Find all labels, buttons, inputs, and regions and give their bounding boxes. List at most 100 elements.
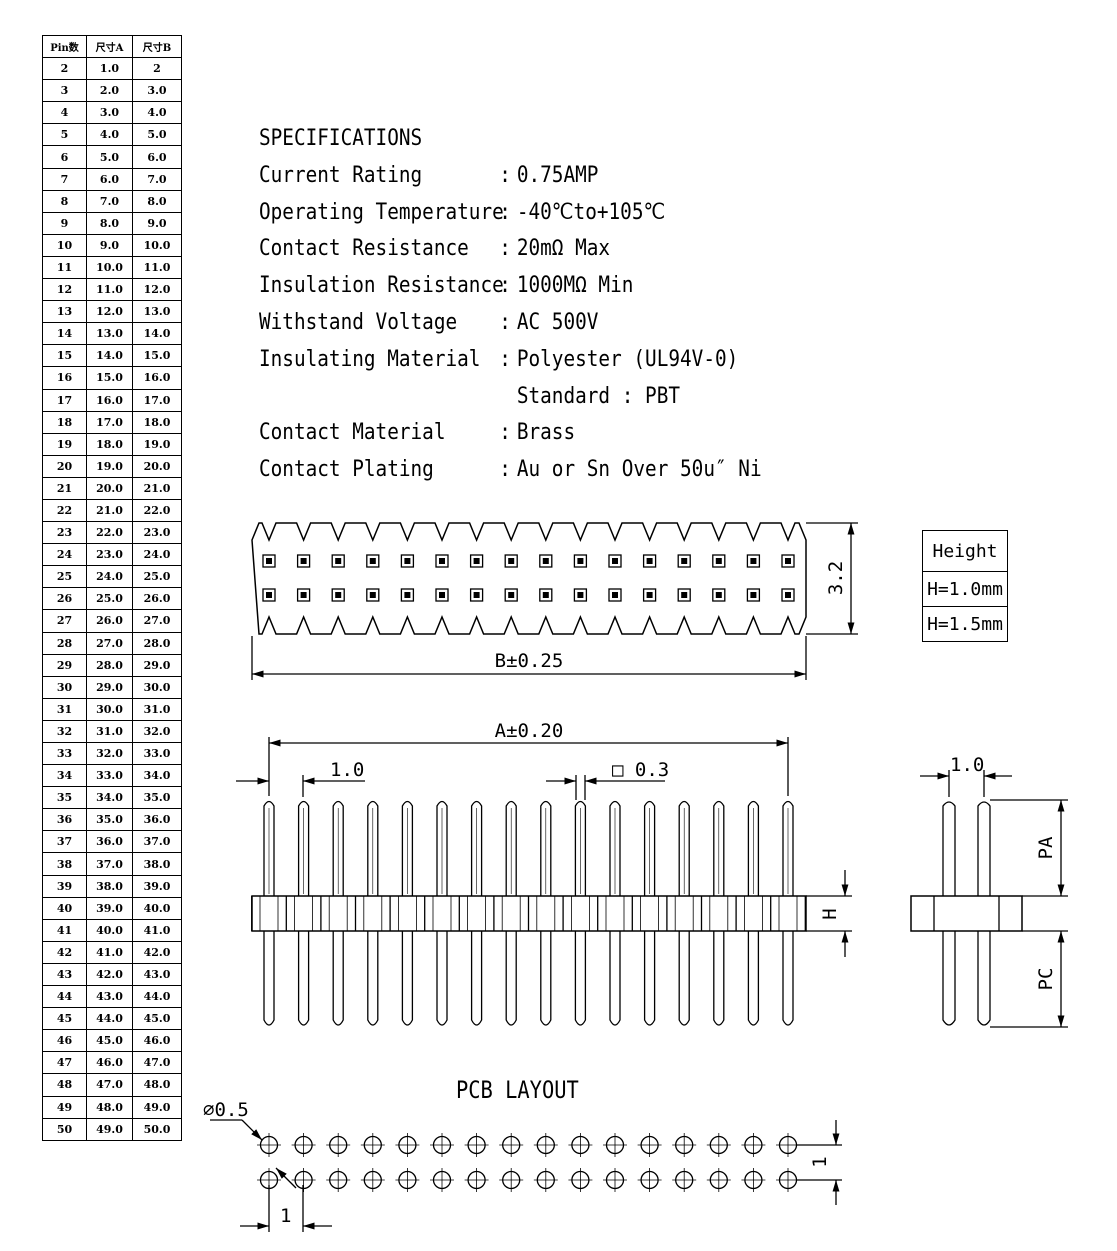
dimension-a-cell: 30.0 xyxy=(86,697,133,721)
contact-square-inner xyxy=(681,558,688,564)
pin-count-cell: 30 xyxy=(42,675,87,699)
spec-row: Contact Material:Brass xyxy=(259,415,762,452)
contact-square-inner xyxy=(542,592,549,598)
hole-leader-line xyxy=(241,1119,263,1141)
side-pin-upper xyxy=(977,801,991,896)
pin-count-header: Pin数 xyxy=(42,34,87,59)
dimension-a-cell: 33.0 xyxy=(86,764,133,788)
pin-count-cell: 36 xyxy=(42,808,87,832)
pin-count-cell: 24 xyxy=(42,543,87,567)
contact-square-inner xyxy=(300,558,307,564)
spec-row: Withstand Voltage:AC 500V xyxy=(259,305,762,342)
contact-square-outer xyxy=(366,588,380,602)
spec-colon: : xyxy=(499,162,511,188)
pcb-holes xyxy=(257,1133,800,1192)
dimension-b-cell: 22.0 xyxy=(132,498,182,523)
contact-square-outer xyxy=(262,554,276,568)
contact-square-outer xyxy=(781,588,795,602)
spec-value: -40℃to+105℃ xyxy=(516,199,666,225)
side-pin-upper xyxy=(942,801,956,896)
contact-square-outer xyxy=(573,588,588,602)
front-pin-upper xyxy=(263,800,275,896)
dimension-b-cell: 35.0 xyxy=(132,786,182,810)
dimension-a-cell: 26.0 xyxy=(86,609,133,633)
dimension-a-cell: 42.0 xyxy=(86,962,133,987)
contact-square-outer xyxy=(573,554,588,568)
pin-count-cell: 27 xyxy=(42,609,87,633)
spec-label: Insulating Material xyxy=(259,346,481,372)
contact-square-outer xyxy=(331,554,345,568)
dimension-a-cell: 28.0 xyxy=(86,653,133,677)
front-pin-lower xyxy=(678,931,690,1026)
spec-row: Current Rating:0.75AMP xyxy=(259,158,762,195)
dimension-a-cell: 19.0 xyxy=(86,454,133,478)
contact-square-inner xyxy=(785,592,791,598)
contact-square-outer xyxy=(712,554,726,568)
front-pin-upper xyxy=(713,800,725,896)
spec-label: Insulation Resistance xyxy=(259,273,504,299)
spec-label: Operating Temperature xyxy=(259,199,504,225)
contact-square-outer xyxy=(539,554,553,568)
contact-square-inner xyxy=(404,592,411,598)
contact-square-inner xyxy=(439,558,445,564)
dimension-b-cell: 43.0 xyxy=(132,962,182,987)
front-pin-lower xyxy=(609,931,621,1026)
dimension-a-cell: 25.0 xyxy=(86,587,133,611)
pin-square-label: □ 0.3 xyxy=(612,759,669,781)
housing-height-label: H xyxy=(819,908,841,919)
front-pin-lower xyxy=(401,931,414,1026)
spec-value: 1000MΩ Min xyxy=(516,273,634,299)
side-pitch-label: 1.0 xyxy=(950,754,984,776)
dimension-a-cell: 22.0 xyxy=(86,521,133,545)
dimension-a-cell: 32.0 xyxy=(86,741,133,766)
dimension-b-cell: 12.0 xyxy=(132,278,182,302)
dimension-a-cell: 34.0 xyxy=(86,786,133,810)
dimension-a-cell: 37.0 xyxy=(86,852,133,876)
dimension-b-cell: 7.0 xyxy=(132,167,182,191)
contact-square-inner xyxy=(646,558,653,564)
pin-count-cell: 29 xyxy=(42,653,87,677)
spec-value: Brass xyxy=(516,420,576,446)
front-pin-lower xyxy=(540,931,552,1026)
dimension-a-cell: 13.0 xyxy=(86,322,133,346)
front-pin-upper xyxy=(574,800,587,896)
contact-square-outer xyxy=(608,554,622,568)
contact-square-inner xyxy=(577,558,584,564)
spec-colon: : xyxy=(499,199,511,225)
spec-label: Withstand Voltage xyxy=(259,309,458,335)
top-width-label: B±0.25 xyxy=(495,650,564,672)
spec-row: Insulation Resistance:1000MΩ Min xyxy=(259,268,762,305)
dimension-b-cell: 31.0 xyxy=(132,697,182,721)
pin-count-cell: 22 xyxy=(42,498,87,523)
contact-square-outer xyxy=(539,588,553,602)
pin-count-cell: 37 xyxy=(42,830,87,854)
dimension-b-cell: 28.0 xyxy=(132,631,182,655)
dimension-a-cell: 40.0 xyxy=(86,918,133,942)
spec-label: Contact Resistance xyxy=(259,236,469,262)
contact-square-outer xyxy=(677,554,691,568)
spec-row: Operating Temperature:-40℃to+105℃ xyxy=(259,195,762,232)
dimension-a-cell: 23.0 xyxy=(86,543,133,567)
dimension-b-cell: 18.0 xyxy=(132,410,182,434)
top-view-contacts xyxy=(262,554,795,602)
spec-value: Au or Sn Over 50u″ Ni xyxy=(516,457,762,483)
spec-label: Current Rating xyxy=(259,162,423,188)
contact-square-outer xyxy=(712,588,726,602)
contact-square-inner xyxy=(508,558,515,564)
